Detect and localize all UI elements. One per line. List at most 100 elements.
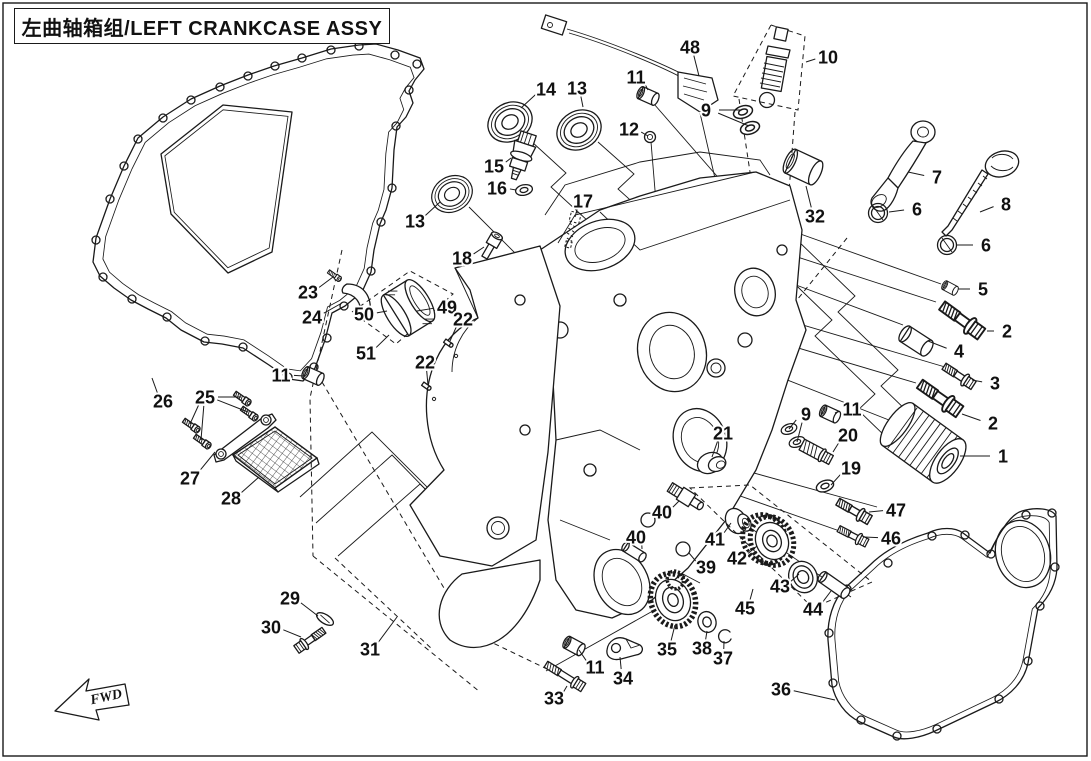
- leader-line: [619, 656, 622, 670]
- leader-line: [473, 246, 485, 255]
- crankcase-bushing: [351, 270, 454, 345]
- callout-7: 7: [932, 168, 942, 188]
- callout-32: 32: [805, 207, 825, 227]
- callout-40: 40: [626, 528, 646, 548]
- leader-line: [644, 83, 649, 91]
- leader-line: [705, 630, 708, 640]
- washer-oval: [315, 612, 335, 626]
- title-box: 左曲轴箱组/LEFT CRANKCASE ASSY: [14, 8, 390, 44]
- callout-4: 4: [954, 342, 964, 362]
- callout-15: 15: [484, 157, 504, 177]
- callout-11: 11: [626, 68, 645, 88]
- diagram-title: 左曲轴箱组/LEFT CRANKCASE ASSY: [21, 17, 383, 40]
- callout-11: 11: [585, 658, 604, 678]
- sealing-washer: [513, 182, 535, 198]
- leader-line: [927, 340, 947, 349]
- washer: [814, 477, 836, 495]
- leader-line: [805, 58, 816, 63]
- leader-line: [830, 473, 842, 486]
- callout-6: 6: [981, 236, 991, 256]
- callout-34: 34: [613, 669, 633, 689]
- callout-28: 28: [221, 489, 241, 509]
- leader-line: [821, 590, 832, 603]
- callout-42: 42: [727, 549, 747, 569]
- callout-11: 11: [842, 400, 861, 420]
- callout-3: 3: [990, 374, 1000, 394]
- callout-18: 18: [452, 249, 472, 269]
- leader-line: [323, 302, 343, 314]
- leader-line: [832, 441, 840, 453]
- leader-line: [449, 326, 457, 342]
- callout-39: 39: [696, 558, 716, 578]
- leader-line: [375, 334, 390, 348]
- oil-filter-element: [879, 401, 967, 484]
- leader-line: [711, 441, 719, 458]
- leader-line: [578, 649, 587, 661]
- dowel-pin: [939, 279, 961, 297]
- callout-9: 9: [801, 405, 811, 425]
- oil-pipe: [870, 120, 936, 212]
- ball-bearing-small: [787, 560, 819, 594]
- callout-26: 26: [153, 392, 173, 412]
- callout-29: 29: [280, 589, 300, 609]
- callout-25: 25: [195, 388, 215, 408]
- callout-41: 41: [705, 530, 725, 550]
- callout-46: 46: [881, 529, 901, 549]
- leader-line: [688, 552, 697, 562]
- oil-seal-plug: [696, 451, 727, 475]
- strainer-bracket: [213, 413, 277, 463]
- callout-22: 22: [415, 353, 435, 373]
- screw: [192, 432, 213, 451]
- left-crankcase-gasket: [91, 41, 425, 382]
- leader-line: [241, 476, 260, 493]
- gasket-bolt-holes: [91, 41, 422, 382]
- drive-gear: [647, 569, 699, 630]
- leader-line: [790, 573, 800, 582]
- o-ring: [867, 202, 889, 224]
- leader-line: [888, 209, 905, 213]
- dowel-bushing: [817, 403, 843, 425]
- callout-36: 36: [771, 680, 791, 700]
- leader-line: [300, 602, 319, 617]
- leader-line: [509, 188, 517, 191]
- callout-38: 38: [692, 639, 712, 659]
- callout-14: 14: [536, 80, 556, 100]
- fwd-direction-arrow: FWD: [54, 678, 130, 721]
- leader-line: [805, 185, 812, 208]
- fwd-label: FWD: [88, 687, 123, 709]
- leader-line: [788, 419, 797, 430]
- dowel-bushing: [299, 364, 327, 388]
- callout-51: 51: [356, 344, 376, 364]
- callout-40: 40: [652, 503, 672, 523]
- callout-21: 21: [713, 424, 733, 444]
- leader-line: [863, 536, 879, 539]
- callout-12: 12: [619, 120, 639, 140]
- leader-line: [672, 500, 680, 508]
- callout-30: 30: [261, 618, 281, 638]
- callout-33: 33: [544, 689, 564, 709]
- leader-line: [283, 629, 302, 638]
- oil-jet-plug: [798, 438, 835, 466]
- leader-line: [693, 55, 700, 77]
- spacer-bushing: [898, 325, 934, 357]
- leader-line: [907, 171, 925, 176]
- callout-20: 20: [838, 426, 858, 446]
- leader-line: [670, 624, 676, 641]
- leader-line: [151, 377, 158, 394]
- gear-kit-box: [688, 484, 873, 609]
- socket-bolt: [481, 231, 504, 260]
- callout-8: 8: [1001, 195, 1011, 215]
- leader-line: [293, 374, 305, 377]
- leader-line: [868, 510, 884, 513]
- callout-2: 2: [988, 414, 998, 434]
- callout-9: 9: [701, 101, 711, 121]
- leader-line: [793, 690, 836, 701]
- callout-16: 16: [487, 179, 507, 199]
- leader-line: [749, 588, 754, 600]
- leader-line: [723, 522, 732, 533]
- leader-line: [834, 410, 840, 414]
- steel-ball: [675, 541, 691, 557]
- leader-line: [580, 96, 584, 108]
